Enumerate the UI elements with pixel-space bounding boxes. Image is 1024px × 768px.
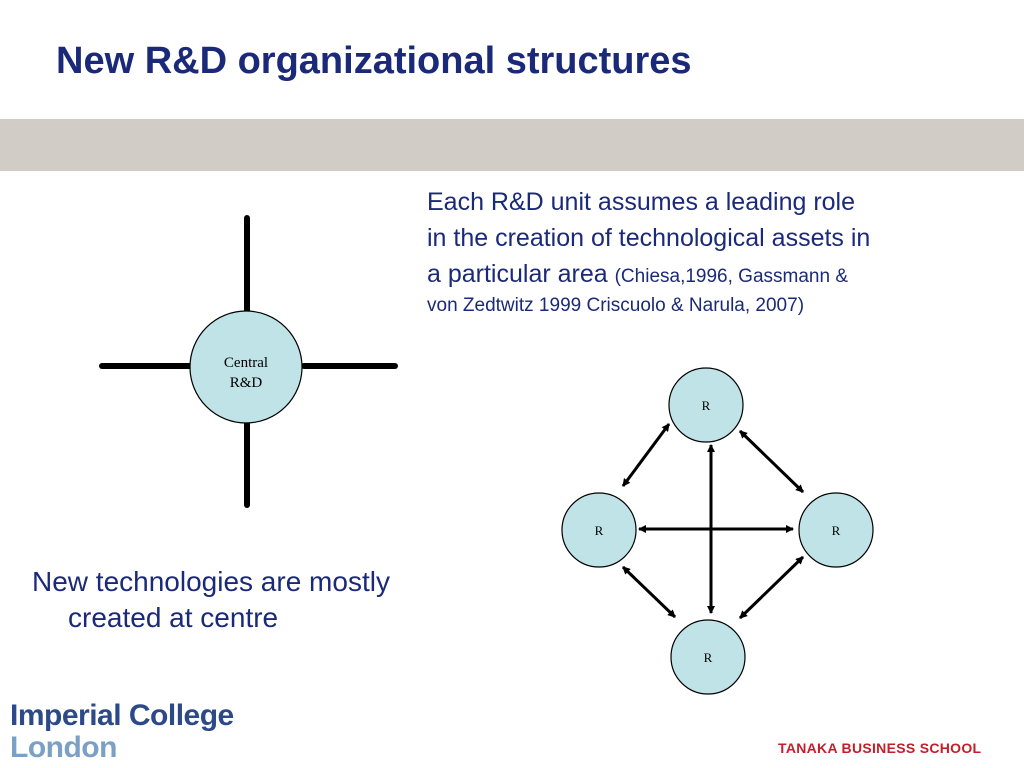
r-node-top [668, 367, 744, 443]
r-node-left-label: R [595, 523, 604, 538]
r-node-left [561, 492, 637, 568]
header-band [0, 119, 1024, 171]
citation-part1: (Chiesa,1996, Gassmann & [614, 266, 849, 287]
central-rd-label-line1: Central [224, 355, 268, 371]
arrow-left-bottom [621, 565, 677, 619]
logo-line1: Imperial College [10, 699, 234, 732]
citation-part2: von Zedtwitz 1999 Criscuolo & Narula, 20… [427, 295, 805, 316]
description-line1: Each R&D unit assumes a leading role [427, 188, 856, 216]
bullet-text: New technologies are mostly created at c… [32, 564, 390, 636]
bullet-line1: New technologies are mostly [32, 566, 390, 597]
r-node-bottom [670, 619, 746, 695]
arrow-top-left [621, 423, 671, 487]
description-line2: in the creation of technological assets … [427, 224, 871, 252]
r-node-right-label: R [832, 523, 841, 538]
school-name: TANAKA BUSINESS SCHOOL [778, 740, 982, 756]
central-rd-node [189, 310, 303, 424]
imperial-college-logo: Imperial College London [10, 700, 234, 764]
centralized-diagram: Central R&D [99, 215, 398, 508]
arrow-top-right [738, 429, 805, 494]
r-node-top-label: R [702, 398, 711, 413]
slide-title: New R&D organizational structures [56, 40, 692, 82]
description-line3-main: a particular area [427, 260, 608, 288]
central-rd-label-line2: R&D [230, 375, 263, 391]
bullet-line2: created at centre [68, 602, 279, 633]
description-line3: a particular area (Chiesa,1996, Gassmann… [427, 256, 997, 295]
r-node-bottom-label: R [704, 650, 713, 665]
logo-line2: London [10, 731, 117, 764]
networked-diagram: R R R R [561, 367, 874, 695]
r-node-right [798, 492, 874, 568]
arrow-right-bottom [738, 555, 805, 620]
description-paragraph: Each R&D unit assumes a leading role in … [427, 184, 997, 317]
